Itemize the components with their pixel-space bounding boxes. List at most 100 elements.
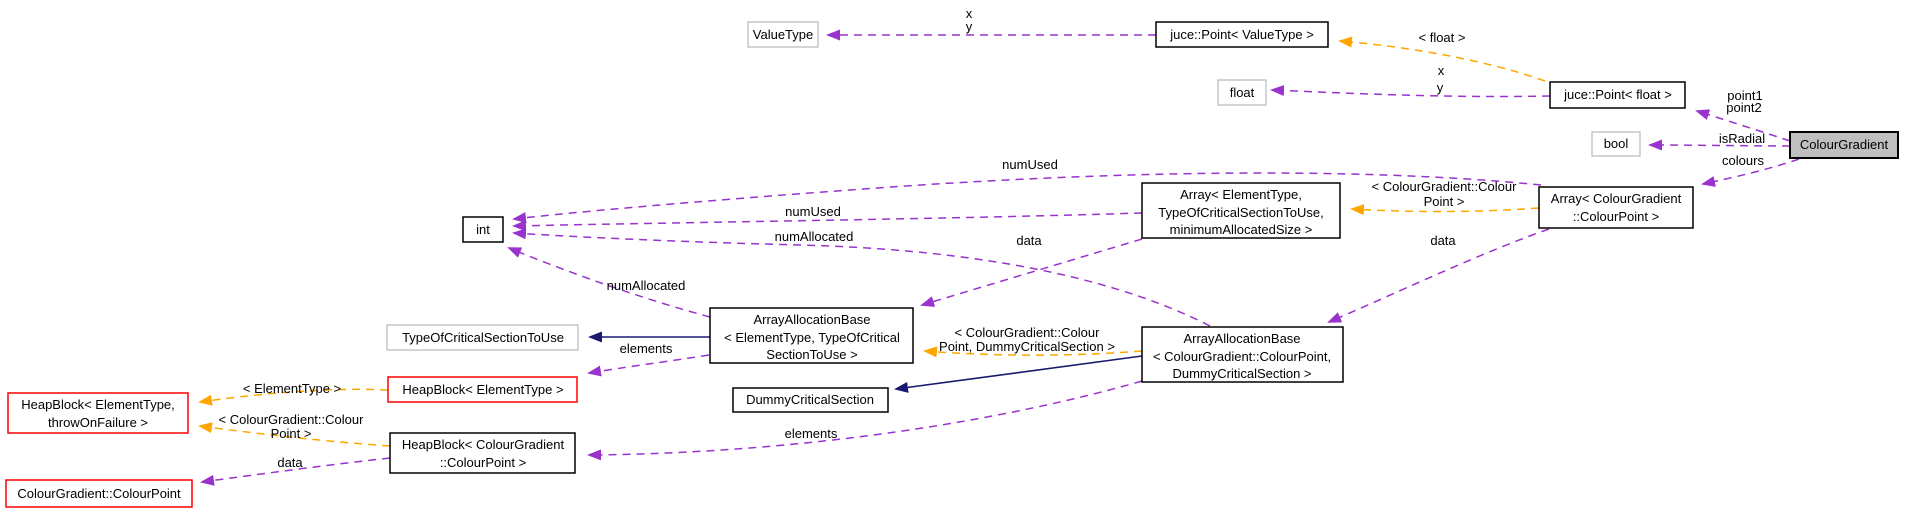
edge-point-float-x-y [1270,85,1551,98]
node-label: HeapBlock< ElementType > [402,382,563,397]
node-label: juce::Point< ValueType > [1169,27,1314,42]
node-label: ::ColourPoint > [1573,209,1659,224]
edge-aab-element-elements [587,354,710,377]
node-heapblock-colourpoint[interactable]: HeapBlock< ColourGradient ::ColourPoint … [389,432,576,474]
edge-labels: x y x y point1 point2 isRadial colours n… [219,6,1766,470]
edges [198,29,1800,486]
node-array-elementtype[interactable]: Array< ElementType, TypeOfCriticalSectio… [1141,182,1341,239]
edge-label-data-heapblock: data [277,455,303,470]
node-box [1789,131,1899,159]
node-box[interactable] [5,479,193,508]
node-box [1591,131,1641,157]
node-typeofcriticalsectiontouse: TypeOfCriticalSectionToUse [386,324,579,351]
node-box[interactable] [1538,186,1694,229]
edge-label-data-array-cp: data [1430,233,1456,248]
node-label: ArrayAllocationBase [753,312,870,327]
node-label: ArrayAllocationBase [1183,331,1300,346]
edge-label-numused-mid: numUsed [785,204,841,219]
node-label: TypeOfCriticalSectionToUse, [1158,205,1323,220]
node-label: Array< ColourGradient [1551,191,1682,206]
edge-label-template-hb2-1: < ColourGradient::Colour [219,412,365,427]
node-colourgradient-colourpoint[interactable]: ColourGradient::ColourPoint [5,479,193,508]
edge-label-numallocated-mid: numAllocated [775,229,854,244]
node-label: ColourGradient::ColourPoint [17,486,181,501]
node-label: juce::Point< float > [1563,87,1672,102]
node-int: int [462,216,504,243]
node-box[interactable] [1549,81,1686,109]
edge-template-point-float [1338,36,1546,82]
edge-label-x1: x [966,6,973,21]
node-label: throwOnFailure > [48,415,148,430]
edge-aab-cp-numallocated [512,228,1211,327]
node-heapblock-elementtype[interactable]: HeapBlock< ElementType > [387,376,578,403]
node-label: DummyCriticalSection > [1172,366,1311,381]
edge-label-template-aab-2: Point, DummyCriticalSection > [939,339,1115,354]
edge-array-cp-data [1327,228,1550,323]
edge-template-aab [923,346,1143,358]
node-box [747,21,819,48]
node-label: ValueType [753,27,813,42]
node-label: int [476,222,490,237]
edge-label-y2: y [1437,80,1444,95]
edge-template-heapblock-cp [198,422,391,447]
node-box[interactable] [389,432,576,474]
edge-label-template-hb2-2: Point > [271,426,312,441]
edge-array-cp-numused [512,172,1542,224]
edge-label-y1: y [966,19,973,34]
node-box[interactable] [387,376,578,403]
edge-array-element-numused [512,212,1143,232]
node-bool: bool [1591,131,1641,157]
node-label: bool [1604,136,1629,151]
node-box [1217,79,1267,106]
edge-label-point1: point1 [1727,88,1762,103]
node-label: ::ColourPoint > [440,455,526,470]
node-box[interactable] [1155,21,1329,48]
edge-label-isradial: isRadial [1719,131,1765,146]
node-float: float [1217,79,1267,106]
edge-label-template-aab-1: < ColourGradient::Colour [955,325,1101,340]
edge-colourgradient-colours [1701,158,1800,187]
edge-label-template-float: < float > [1419,30,1466,45]
node-label: HeapBlock< ColourGradient [402,437,565,452]
node-juce-point-valuetype[interactable]: juce::Point< ValueType > [1155,21,1329,48]
node-juce-point-float[interactable]: juce::Point< float > [1549,81,1686,109]
edge-label-colours: colours [1722,153,1764,168]
node-box [386,324,579,351]
node-label: < ElementType, TypeOfCritical [724,330,900,345]
node-box[interactable] [1141,182,1341,239]
node-box[interactable] [1141,326,1344,383]
node-label: < ColourGradient::ColourPoint, [1153,349,1331,364]
node-label: Array< ElementType, [1180,187,1302,202]
edge-template-heapblock-element [198,388,389,406]
node-colourgradient: ColourGradient [1789,131,1899,159]
node-arrayallocationbase-colourpoint[interactable]: ArrayAllocationBase < ColourGradient::Co… [1141,326,1344,383]
edge-label-elements-1: elements [620,341,673,356]
edge-label-data-array-element: data [1016,233,1042,248]
node-arrayallocationbase-elementtype[interactable]: ArrayAllocationBase < ElementType, TypeO… [709,307,914,364]
edge-label-x2: x [1438,63,1445,78]
edge-label-template-array-1: < ColourGradient::Colour [1372,179,1518,194]
node-array-colourpoint[interactable]: Array< ColourGradient ::ColourPoint > [1538,186,1694,229]
node-label: TypeOfCriticalSectionToUse [402,330,564,345]
edge-colourgradient-point1-point2 [1695,109,1791,142]
node-dummycriticalsection[interactable]: DummyCriticalSection [732,387,889,413]
node-label: SectionToUse > [766,347,857,362]
node-label: ColourGradient [1800,137,1889,152]
edge-label-numused-top: numUsed [1002,157,1058,172]
node-label: minimumAllocatedSize > [1170,222,1313,237]
edge-heapblock-cp-data [200,457,391,486]
node-heapblock-throwonfailure[interactable]: HeapBlock< ElementType, throwOnFailure > [7,392,189,434]
edge-aab-element-numallocated [507,247,711,318]
edge-label-elements-2: elements [785,426,838,441]
edge-aab-cp-elements [587,380,1143,461]
edge-label-template-array-2: Point > [1424,194,1465,209]
node-valuetype: ValueType [747,21,819,48]
node-box[interactable] [7,392,189,434]
node-box [462,216,504,243]
edge-inherit-dummycriticalsection [894,355,1143,393]
node-label: HeapBlock< ElementType, [21,397,175,412]
node-box[interactable] [732,387,889,413]
edge-template-array [1350,204,1540,216]
node-box[interactable] [709,307,914,364]
